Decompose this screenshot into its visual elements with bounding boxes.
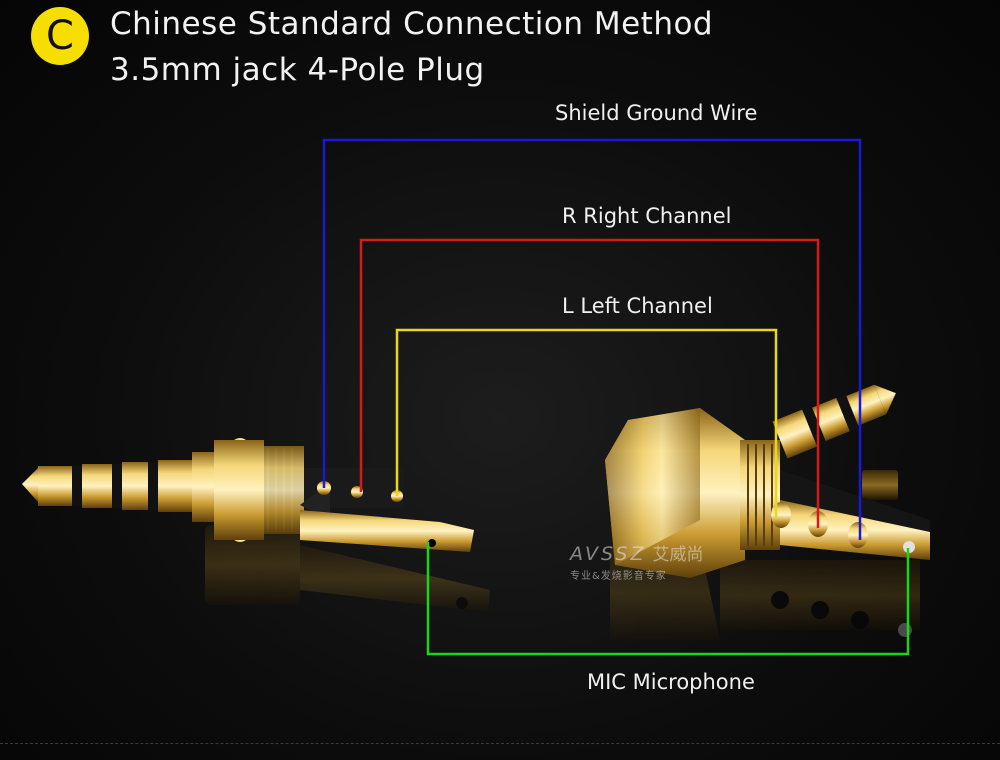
right-channel-wire [359,238,820,528]
watermark-cn: 艾威尚 [652,545,704,565]
wiring-lines [322,138,910,656]
bottom-divider [0,743,1000,744]
right-channel-label: R Right Channel [562,204,732,228]
shield-ground-wire [322,138,862,540]
left-plug-reflection [205,525,490,612]
page-subtitle: 3.5mm jack 4-Pole Plug [110,52,485,88]
shield-ground-label: Shield Ground Wire [555,101,758,125]
left-plug [22,438,474,552]
microphone-label: MIC Microphone [587,670,755,694]
microphone-wire [426,542,910,656]
page-title: Chinese Standard Connection Method [110,6,714,42]
watermark-brand: AVSSZ [570,543,647,565]
watermark-slogan: 专业&发烧影音专家 [570,571,667,582]
left-channel-wire [395,328,778,518]
left-channel-label: L Left Channel [562,294,713,318]
section-badge: C [31,7,89,65]
